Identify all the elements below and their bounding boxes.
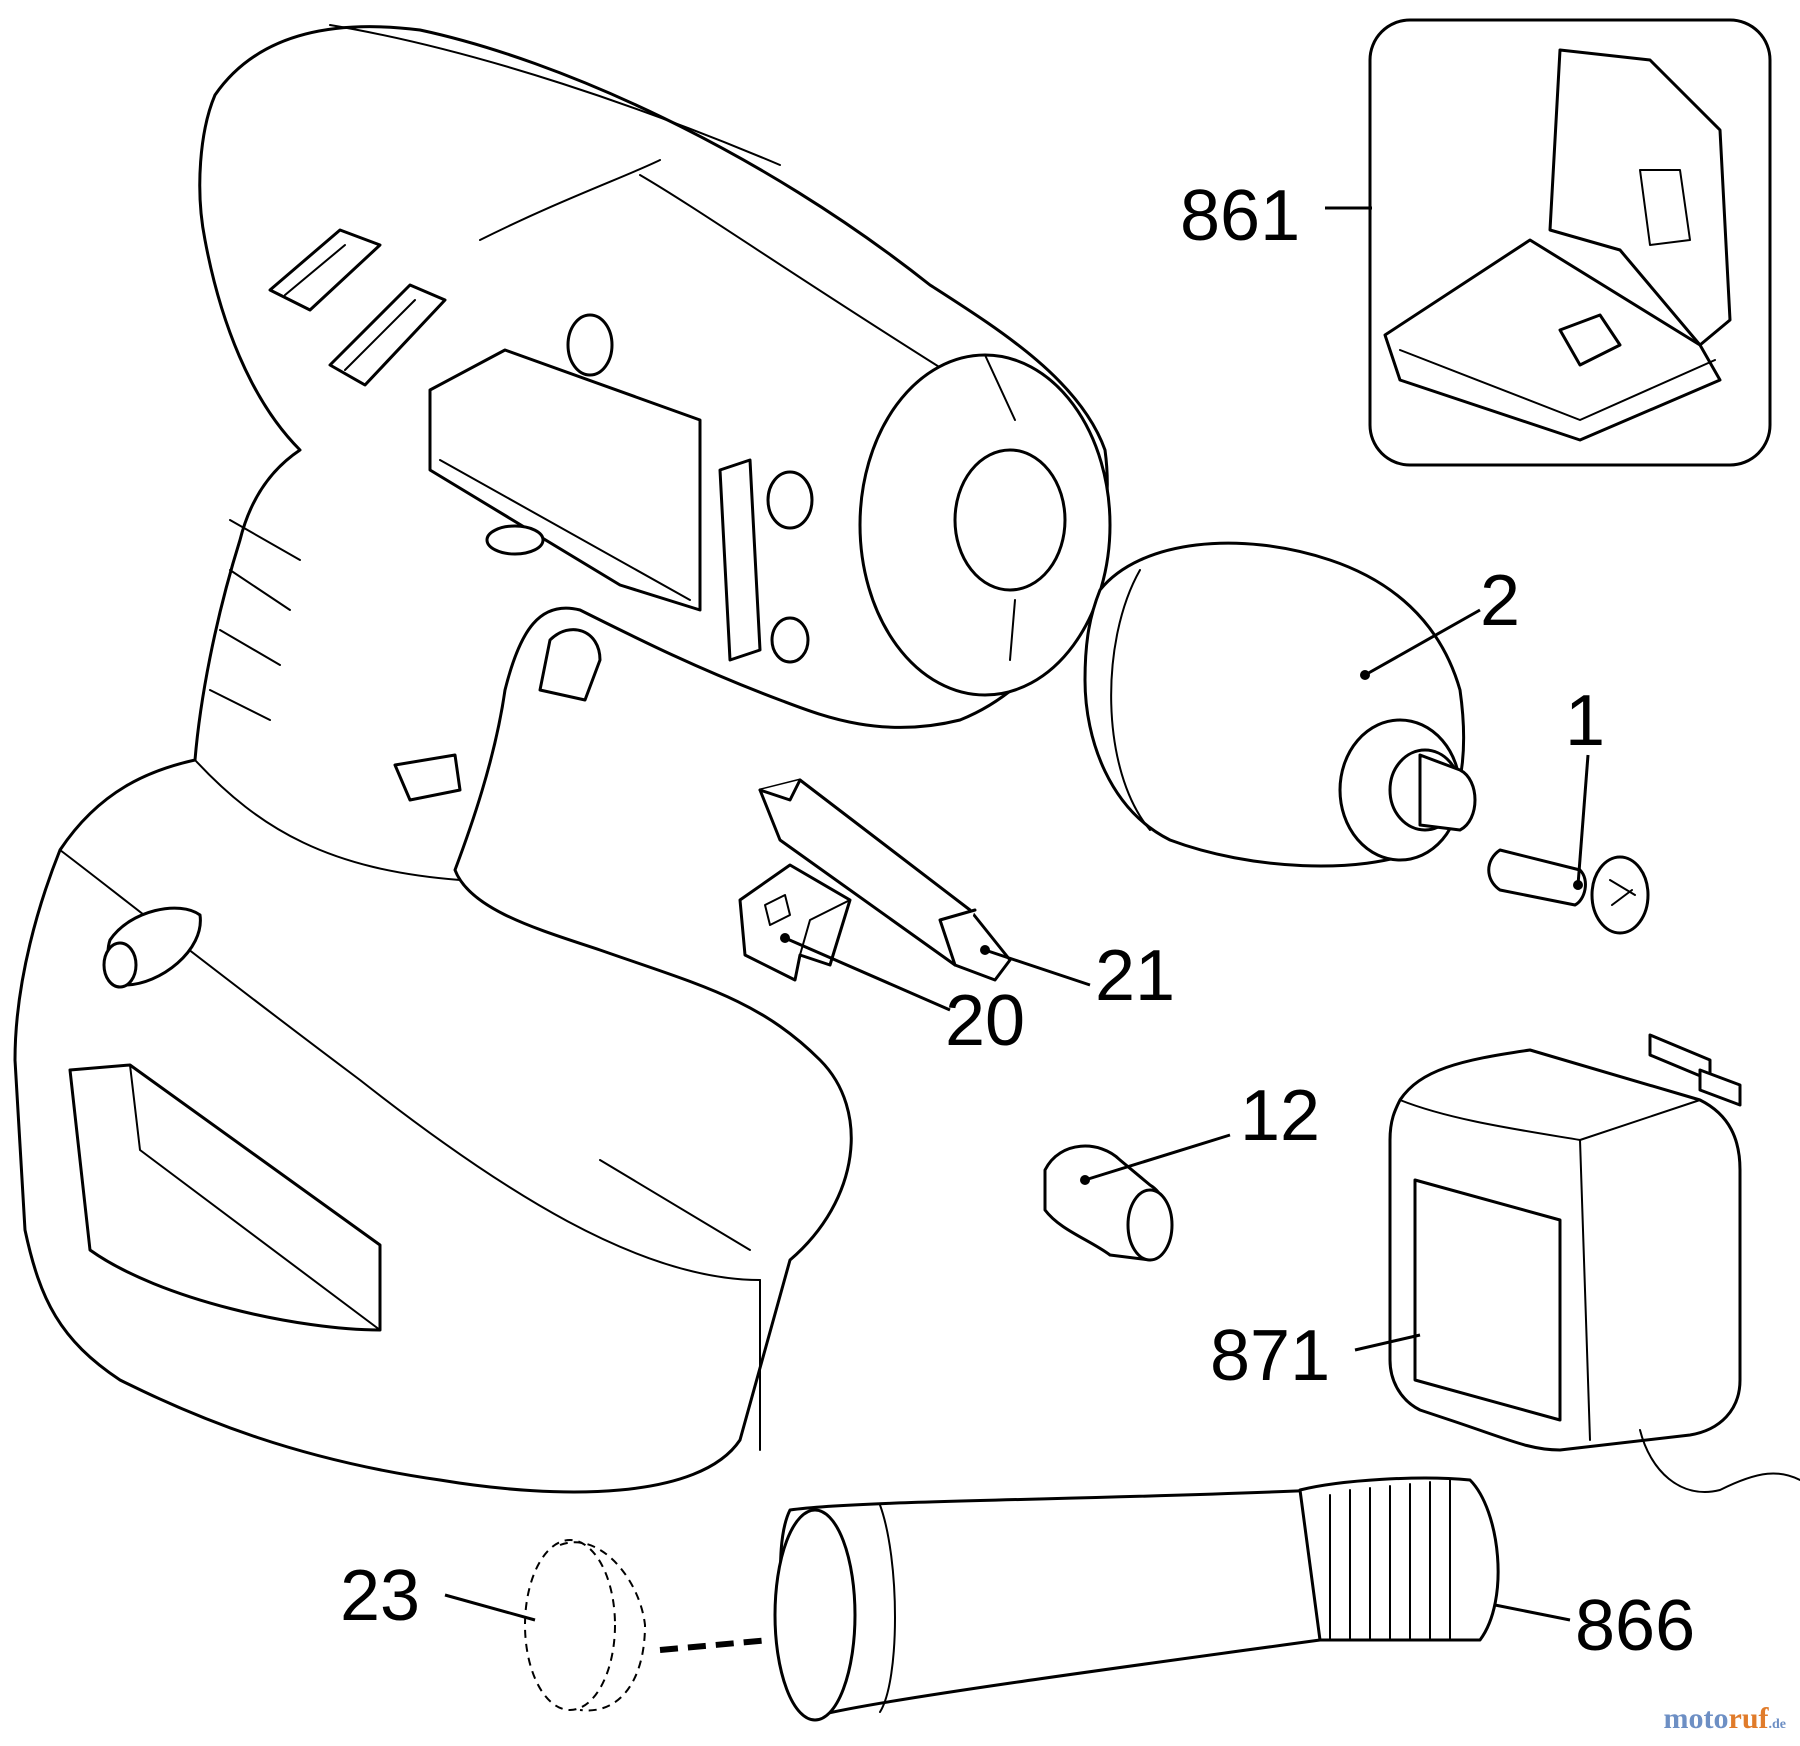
- carry-case-inset: [1368, 18, 1772, 467]
- callout-861: 861: [1180, 176, 1300, 256]
- callout-21: 21: [1095, 936, 1175, 1016]
- callout-871: 871: [1210, 1316, 1330, 1396]
- light-bulb: [1043, 1144, 1174, 1262]
- screw: [1487, 848, 1650, 935]
- leader-lines: [444, 206, 1590, 1622]
- battery-cap: [524, 1539, 771, 1712]
- callout-20: 20: [945, 981, 1025, 1061]
- site-watermark: motoruf.de: [1664, 1702, 1786, 1736]
- battery-pack: [773, 1476, 1500, 1722]
- bit-clip: [738, 863, 852, 982]
- chuck: [1083, 541, 1477, 868]
- watermark-part-3: .de: [1768, 1717, 1787, 1732]
- callout-2: 2: [1480, 561, 1520, 641]
- callout-labels: 861 2 1 21 20 12 871 23 866: [340, 176, 1695, 1666]
- watermark-part-1: moto: [1663, 1702, 1729, 1735]
- callout-1: 1: [1565, 681, 1605, 761]
- drill-body: [13, 24, 1112, 1494]
- watermark-part-2: ruf: [1728, 1702, 1769, 1735]
- callout-12: 12: [1240, 1076, 1320, 1156]
- wall-charger: [1388, 1033, 1800, 1493]
- callout-866: 866: [1575, 1586, 1695, 1666]
- screwdriver-bit: [758, 778, 1012, 982]
- callout-23: 23: [340, 1556, 420, 1636]
